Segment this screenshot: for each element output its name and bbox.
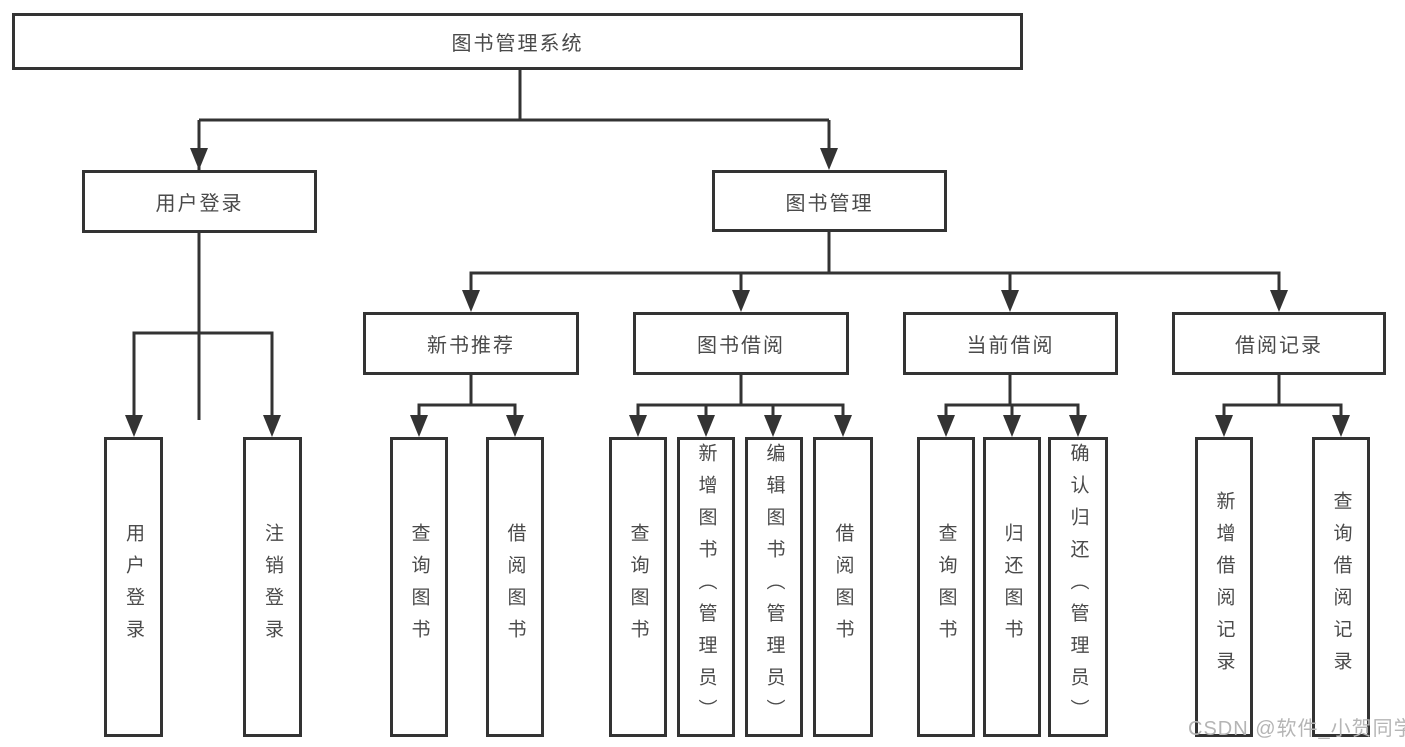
leaf-label: 编辑图书（管理员）: [763, 443, 785, 731]
connector-borrow-records-branch: [1215, 375, 1350, 437]
leaf-logout: 注销登录: [243, 437, 302, 737]
leaf-query-borrow-record: 查询借阅记录: [1312, 437, 1370, 737]
leaf-add-borrow-record: 新增借阅记录: [1195, 437, 1253, 737]
connector-book-management-branch: [462, 232, 1288, 312]
leaf-label: 借阅图书: [832, 523, 854, 651]
connector-root-branch: [190, 68, 838, 420]
node-label: 用户登录: [155, 193, 244, 215]
node-label: 当前借阅: [966, 335, 1055, 357]
connector-book-borrow-branch: [629, 375, 852, 437]
node-label: 图书管理系统: [451, 33, 584, 55]
leaf-label: 注销登录: [262, 523, 283, 651]
leaf-confirm-return-admin: 确认归还（管理员）: [1048, 437, 1108, 737]
leaf-borrow-books: 借阅图书: [813, 437, 873, 737]
leaf-label: 查询图书: [935, 523, 957, 651]
node-label: 图书借阅: [697, 335, 785, 357]
leaf-label: 查询图书: [408, 523, 430, 651]
leaf-borrow-query-books: 查询图书: [609, 437, 667, 737]
connector-current-borrow-branch: [937, 375, 1087, 437]
node-borrow-records: 借阅记录: [1172, 312, 1386, 375]
node-new-book-recommend: 新书推荐: [363, 312, 579, 375]
connector-user-login-branch: [125, 233, 281, 437]
leaf-recommend-query-books: 查询图书: [390, 437, 448, 737]
node-book-management: 图书管理: [712, 170, 947, 232]
csdn-watermark: CSDN @软件_小贺同学: [1188, 718, 1405, 740]
node-label: 新书推荐: [427, 335, 515, 357]
leaf-label: 用户登录: [123, 523, 144, 651]
leaf-edit-books-admin: 编辑图书（管理员）: [745, 437, 803, 737]
leaf-user-login: 用户登录: [104, 437, 163, 737]
node-label: 借阅记录: [1235, 335, 1323, 357]
node-library-management-system: 图书管理系统: [12, 13, 1023, 70]
leaf-add-books-admin: 新增图书（管理员）: [677, 437, 735, 737]
leaf-label: 确认归还（管理员）: [1067, 443, 1089, 731]
leaf-label: 查询借阅记录: [1330, 491, 1352, 683]
node-current-borrow: 当前借阅: [903, 312, 1118, 375]
leaf-label: 查询图书: [627, 523, 649, 651]
leaf-return-books: 归还图书: [983, 437, 1041, 737]
leaf-label: 新增图书（管理员）: [695, 443, 717, 731]
connector-new-book-branch: [410, 375, 524, 437]
leaf-current-query-books: 查询图书: [917, 437, 975, 737]
node-label: 图书管理: [785, 192, 874, 215]
leaf-label: 借阅图书: [504, 523, 526, 651]
node-book-borrow: 图书借阅: [633, 312, 849, 375]
node-user-login: 用户登录: [82, 170, 317, 233]
leaf-recommend-borrow-books: 借阅图书: [486, 437, 544, 737]
leaf-label: 归还图书: [1001, 523, 1023, 651]
leaf-label: 新增借阅记录: [1213, 491, 1235, 683]
